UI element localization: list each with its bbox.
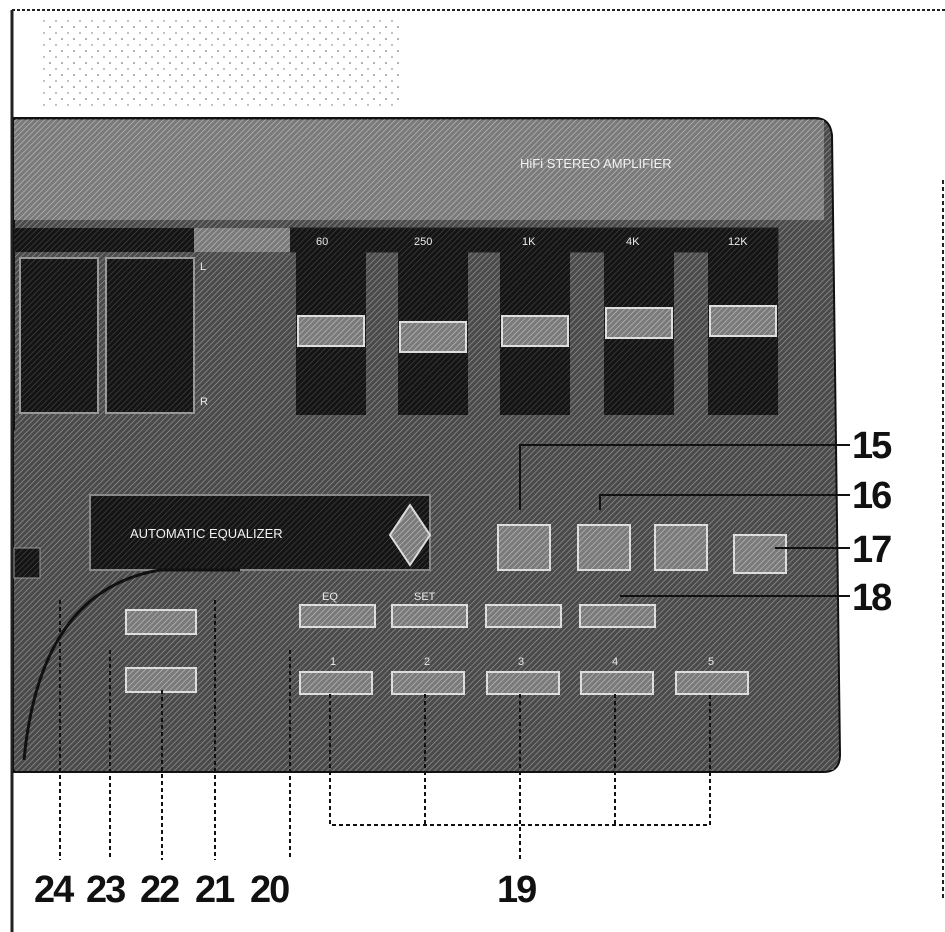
left-display-label-r: R (200, 396, 208, 408)
preset-number-2: 2 (424, 656, 430, 668)
eq-knob-12k[interactable] (709, 305, 777, 337)
preset-number-5: 5 (708, 656, 714, 668)
label-strip-highlight (194, 228, 290, 252)
mode-buttons (497, 524, 787, 574)
upper-button-2[interactable] (391, 604, 468, 628)
preset-buttons: 1 2 3 4 5 (299, 656, 749, 695)
callout-24: 24 (34, 869, 74, 911)
callout-22: 22 (140, 869, 179, 911)
left-display-window-1 (19, 257, 99, 414)
left-display-label-l: L (200, 261, 206, 273)
band-label-60: 60 (316, 236, 328, 248)
equalizer-knobs (297, 305, 777, 353)
preset-number-3: 3 (518, 656, 524, 668)
callout-16: 16 (852, 475, 891, 517)
left-display-window-2 (105, 257, 195, 414)
diamond-indicator (388, 503, 432, 567)
preset-number-4: 4 (612, 656, 618, 668)
upper-buttons: EQ SET (299, 591, 656, 628)
preset-button-1[interactable] (299, 671, 373, 695)
right-callouts: 15 16 17 18 (852, 425, 894, 619)
bottom-callouts: 24 23 22 21 20 19 (34, 869, 538, 911)
upper-button-1[interactable] (299, 604, 376, 628)
callout-20: 20 (250, 869, 289, 911)
callout-17: 17 (852, 529, 891, 571)
eq-knob-4k[interactable] (605, 307, 673, 339)
band-label-1k: 1K (522, 236, 536, 248)
band-label-250: 250 (414, 236, 432, 248)
left-curve-housing (22, 568, 240, 761)
preset-button-2[interactable] (391, 671, 465, 695)
left-small-button-lower[interactable] (125, 667, 197, 693)
upper-button-label-set: SET (414, 591, 436, 603)
preset-button-5[interactable] (675, 671, 749, 695)
preset-button-4[interactable] (580, 671, 654, 695)
callout-19: 19 (497, 869, 536, 911)
band-label-12k: 12K (728, 236, 748, 248)
band-labels: 60 250 1K 4K 12K (316, 236, 748, 248)
mode-button-1[interactable] (497, 524, 551, 571)
upper-button-label-eq: EQ (322, 591, 338, 603)
equalizer-label-panel (89, 494, 431, 571)
eq-knob-250[interactable] (399, 321, 467, 353)
callout-23: 23 (86, 869, 125, 911)
bottom-leader-lines (59, 600, 711, 860)
preset-number-1: 1 (330, 656, 336, 668)
leader-15 (519, 444, 850, 510)
upper-button-3[interactable] (485, 604, 562, 628)
preset-button-3[interactable] (486, 671, 560, 695)
lower-control-area (14, 430, 834, 770)
right-leader-lines (519, 444, 850, 597)
leader-19-bracket (329, 694, 711, 826)
band-label-4k: 4K (626, 236, 640, 248)
mode-button-3[interactable] (654, 524, 708, 571)
automatic-equalizer-label: AUTOMATIC EQUALIZER (130, 526, 283, 541)
mode-button-2[interactable] (577, 524, 631, 571)
mode-button-4[interactable] (733, 534, 787, 574)
callout-21: 21 (195, 869, 235, 911)
background-speckle (40, 20, 400, 110)
top-bezel (14, 120, 824, 220)
left-label-strip (14, 228, 194, 252)
upper-button-4[interactable] (579, 604, 656, 628)
eq-knob-60[interactable] (297, 315, 365, 347)
callout-15: 15 (852, 425, 892, 467)
panel-title: HiFi STEREO AMPLIFIER (520, 156, 672, 171)
callout-18: 18 (852, 577, 891, 619)
leader-16 (599, 494, 850, 510)
eq-knob-1k[interactable] (501, 315, 569, 347)
left-edge-jack (13, 547, 41, 579)
left-small-button-upper[interactable] (125, 609, 197, 635)
